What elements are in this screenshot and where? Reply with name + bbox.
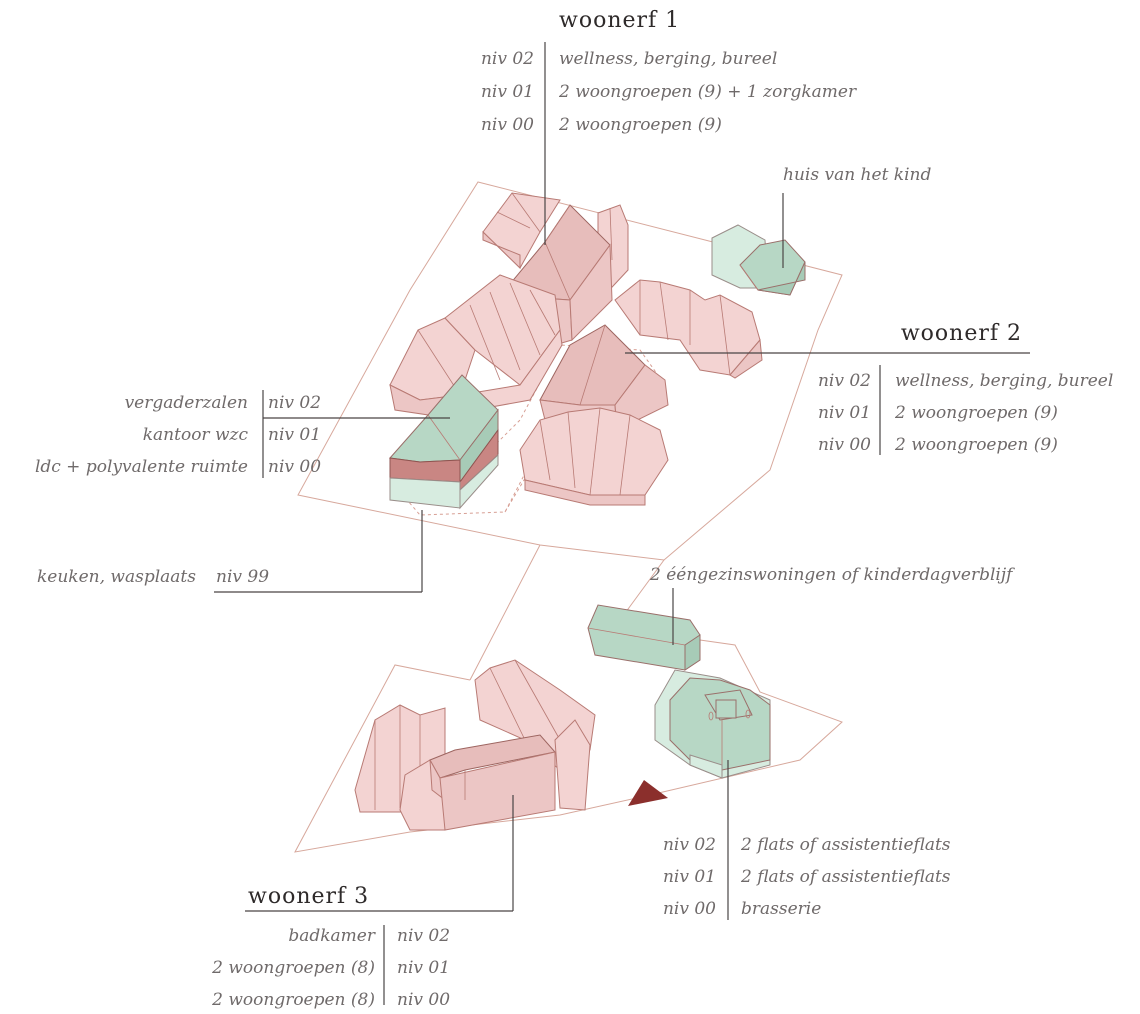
wzc-niv-00: niv 00 — [268, 457, 321, 477]
eengezins-label: 2 ééngezinswoningen of kinderdagverblijf — [649, 565, 1015, 585]
woonerf3-buildings — [354, 659, 596, 831]
huis-van-het-kind-label: huis van het kind — [783, 165, 931, 185]
assistentieflats-building — [654, 669, 771, 779]
woonerf2-buildings — [519, 279, 763, 506]
flats-use-02: 2 flats of assistentieflats — [740, 835, 951, 855]
basement-label-group: keuken, wasplaats niv 99 — [37, 567, 269, 587]
woonerf1-niv-00: niv 00 — [481, 115, 534, 135]
wzc-label-group: vergaderzalen niv 02 kantoor wzc niv 01 … — [35, 393, 321, 477]
woonerf2-use-01: 2 woongroepen (9) — [894, 403, 1058, 423]
wzc-use-01: kantoor wzc — [143, 425, 249, 445]
flats-niv-02: niv 02 — [663, 835, 716, 855]
woonerf1-use-02: wellness, berging, bureel — [559, 49, 777, 69]
woonerf1-title: woonerf 1 — [559, 8, 680, 33]
woonerf2-label-group: woonerf 2 niv 02 wellness, berging, bure… — [818, 321, 1113, 455]
flats-niv-01: niv 01 — [663, 867, 716, 887]
huis-van-het-kind-building — [711, 224, 806, 296]
woonerf2-niv-02: niv 02 — [818, 371, 871, 391]
basement-use: keuken, wasplaats — [37, 567, 196, 587]
eengezins-building — [587, 604, 701, 671]
flats-use-01: 2 flats of assistentieflats — [740, 867, 951, 887]
wzc-niv-01: niv 01 — [268, 425, 321, 445]
woonerf1-label-group: woonerf 1 niv 02 wellness, berging, bure… — [481, 8, 857, 135]
woonerf3-use-01: 2 woongroepen (8) — [211, 958, 375, 978]
woonerf1-use-00: 2 woongroepen (9) — [558, 115, 722, 135]
leader-lines — [214, 42, 1030, 1005]
basement-niv: niv 99 — [216, 567, 269, 587]
wzc-use-00: ldc + polyvalente ruimte — [35, 457, 248, 477]
woonerf2-use-02: wellness, berging, bureel — [895, 371, 1113, 391]
woonerf3-use-02: badkamer — [288, 926, 376, 946]
woonerf3-niv-01: niv 01 — [397, 958, 450, 978]
woonerf1-niv-01: niv 01 — [481, 82, 534, 102]
woonerf3-label-group: woonerf 3 badkamer niv 02 2 woongroepen … — [211, 884, 450, 1010]
woonerf3-title: woonerf 3 — [248, 884, 369, 909]
woonerf2-title: woonerf 2 — [901, 321, 1022, 346]
woonerf3-niv-00: niv 00 — [397, 990, 450, 1010]
woonerf1-use-01: 2 woongroepen (9) + 1 zorgkamer — [558, 82, 857, 102]
woonerf1-buildings — [389, 192, 629, 421]
woonerf2-niv-01: niv 01 — [818, 403, 871, 423]
entrance-arrow — [628, 780, 668, 806]
woonerf3-niv-02: niv 02 — [397, 926, 450, 946]
flats-use-00: brasserie — [741, 899, 821, 919]
flats-label-group: niv 02 2 flats of assistentieflats niv 0… — [663, 835, 951, 919]
flats-niv-00: niv 00 — [663, 899, 716, 919]
wzc-niv-02: niv 02 — [268, 393, 321, 413]
woonerf1-niv-02: niv 02 — [481, 49, 534, 69]
woonerf2-niv-00: niv 00 — [818, 435, 871, 455]
wzc-use-02: vergaderzalen — [125, 393, 248, 413]
woonerf2-use-00: 2 woongroepen (9) — [894, 435, 1058, 455]
woonerf3-use-00: 2 woongroepen (8) — [211, 990, 375, 1010]
